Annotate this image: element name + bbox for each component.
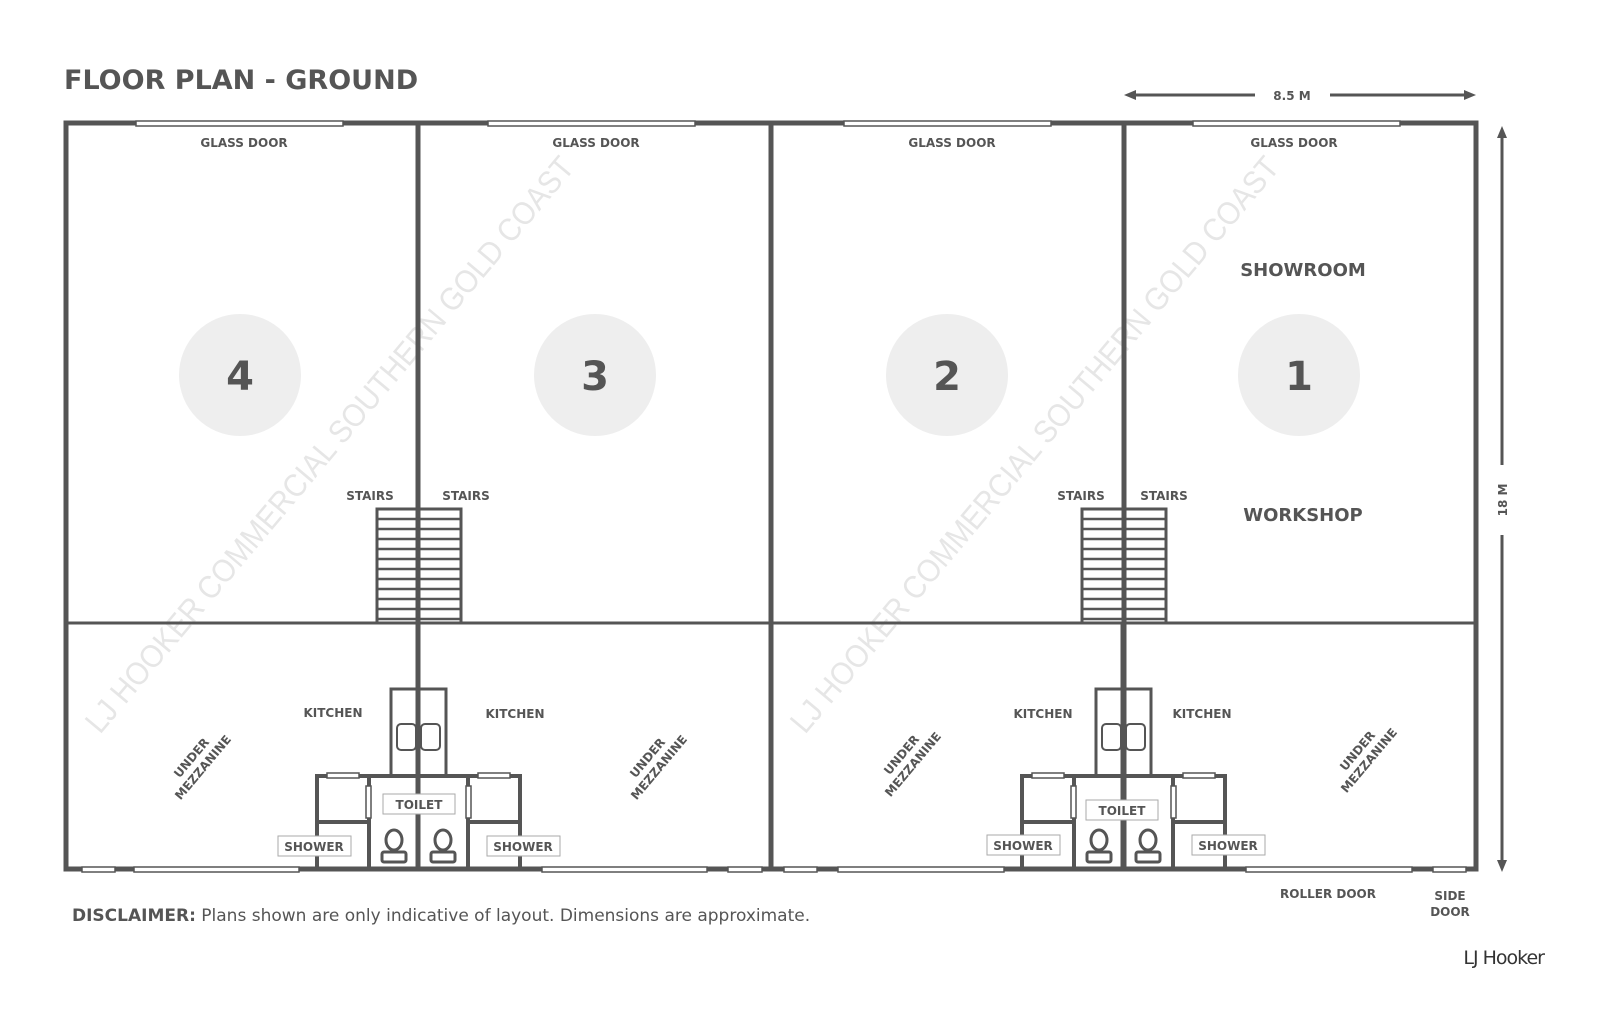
toilet-icon xyxy=(1138,828,1158,852)
watermark: LJ HOOKER COMMERCIAL SOUTHERN GOLD COAST xyxy=(783,149,1286,739)
glass-door-label: GLASS DOOR xyxy=(552,136,639,150)
toilet-icon xyxy=(1089,828,1109,852)
toilet-cistern xyxy=(380,850,408,864)
width-label: 8.5 M xyxy=(1273,89,1310,103)
stairs-label: STAIRS xyxy=(1057,489,1105,503)
shower-label: SHOWER xyxy=(1198,839,1258,853)
stairs-label: STAIRS xyxy=(442,489,490,503)
width-dimension: 8.5 M xyxy=(1124,89,1476,103)
stairs-label: STAIRS xyxy=(1140,489,1188,503)
toilet-label: TOILET xyxy=(1099,804,1147,818)
unit-number-badges: 4 3 2 1 xyxy=(179,314,1360,436)
depth-label: 18 M xyxy=(1496,484,1510,517)
side-door-label: SIDE xyxy=(1434,889,1465,903)
kitchen-label: KITCHEN xyxy=(1013,707,1072,721)
bathroom-door xyxy=(1182,772,1216,779)
workshop-label: WORKSHOP xyxy=(1243,505,1363,526)
bathroom-door xyxy=(365,785,372,819)
bathroom-door xyxy=(465,785,472,819)
unit-number: 2 xyxy=(933,354,961,400)
unit-number: 4 xyxy=(226,354,254,400)
doors xyxy=(81,120,1467,873)
stairs-label: STAIRS xyxy=(346,489,394,503)
bathroom-door xyxy=(1170,785,1177,819)
toilet-icon xyxy=(384,828,404,852)
lj-hooker-logo: LJ Hooker xyxy=(1463,947,1545,969)
shower-label: SHOWER xyxy=(493,840,553,854)
side-door-label: DOOR xyxy=(1430,905,1470,919)
toilet-cistern xyxy=(1085,850,1113,864)
kitchen-label: KITCHEN xyxy=(303,706,362,720)
cabinet-door xyxy=(396,723,417,751)
watermark: LJ HOOKER COMMERCIAL SOUTHERN GOLD COAST xyxy=(78,149,581,739)
page-title: FLOOR PLAN - GROUND xyxy=(64,65,418,96)
showroom-label: SHOWROOM xyxy=(1240,260,1366,281)
unit-number: 3 xyxy=(581,354,609,400)
shower-label: SHOWER xyxy=(993,839,1053,853)
toilet-cistern xyxy=(1134,850,1162,864)
cabinet-door xyxy=(1125,723,1146,751)
toilet-icon xyxy=(433,828,453,852)
kitchen-label: KITCHEN xyxy=(485,707,544,721)
cabinet-door xyxy=(1101,723,1122,751)
glass-door-label: GLASS DOOR xyxy=(1250,136,1337,150)
toilet-label: TOILET xyxy=(396,798,444,812)
toilet-cistern xyxy=(429,850,457,864)
unit-number: 1 xyxy=(1285,354,1313,400)
kitchen-label: KITCHEN xyxy=(1172,707,1231,721)
wet-area xyxy=(315,623,1227,869)
glass-door-label: GLASS DOOR xyxy=(908,136,995,150)
bathroom-door xyxy=(1031,772,1065,779)
disclaimer: DISCLAIMER: Plans shown are only indicat… xyxy=(72,906,810,926)
cabinet-door xyxy=(420,723,441,751)
stairs xyxy=(375,507,1168,625)
bathroom-door xyxy=(1070,785,1077,819)
shower-label: SHOWER xyxy=(284,840,344,854)
bathroom-door xyxy=(477,772,511,779)
roller-door-label: ROLLER DOOR xyxy=(1280,887,1376,901)
depth-dimension: 18 M xyxy=(1496,126,1510,872)
glass-door-label: GLASS DOOR xyxy=(200,136,287,150)
bathroom-door xyxy=(326,772,360,779)
